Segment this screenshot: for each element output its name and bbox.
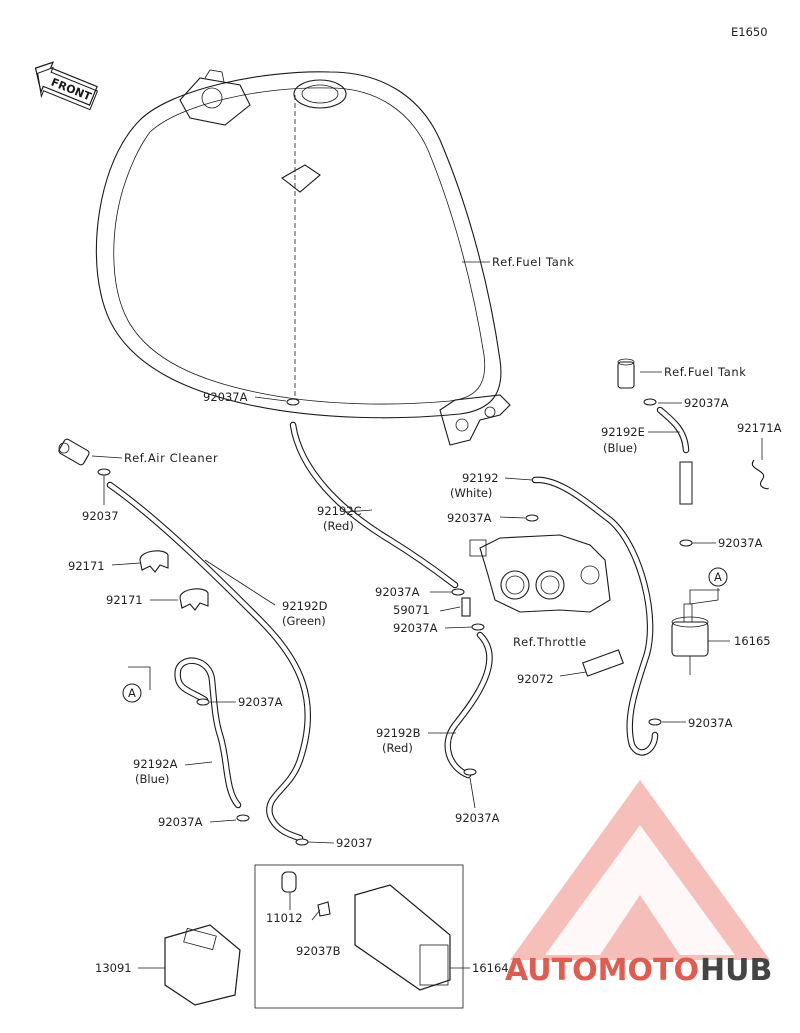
ref-air-cleaner: Ref.Air Cleaner xyxy=(124,451,218,465)
ref-fuel-tank-main: Ref.Fuel Tank xyxy=(492,255,575,269)
svg-text:A: A xyxy=(714,570,722,584)
part-92192C: 92192C xyxy=(317,504,362,518)
part-92072: 92072 xyxy=(517,672,554,686)
part-92037-air-cleaner: 92037 xyxy=(82,509,119,523)
part-92037A-white: 92037A xyxy=(447,511,492,525)
svg-text:A: A xyxy=(128,686,136,700)
part-92037B: 92037B xyxy=(296,944,341,958)
part-92037A-left-upper: 92037A xyxy=(238,695,283,709)
part-92192C-color: (Red) xyxy=(323,519,354,533)
clip-92171-b xyxy=(179,588,209,611)
clip-92037B xyxy=(317,901,331,917)
part-92192E-color: (Blue) xyxy=(603,441,637,455)
fuel-tank xyxy=(95,69,511,446)
cover-13091 xyxy=(164,924,241,1006)
throttle-body xyxy=(469,534,611,613)
logo-text-hub: HUB xyxy=(700,953,772,988)
part-92037A-cap: 92037A xyxy=(684,396,729,410)
marker-a-left: A xyxy=(122,683,142,703)
part-92192A: 92192A xyxy=(133,757,178,771)
part-92192B: 92192B xyxy=(376,726,421,740)
air-cleaner-fitting xyxy=(58,438,90,466)
ref-throttle: Ref.Throttle xyxy=(513,635,587,649)
part-92037A-left-lower: 92037A xyxy=(158,815,203,829)
part-92192B-color: (Red) xyxy=(382,741,413,755)
part-92171-b: 92171 xyxy=(106,593,143,607)
part-92171A: 92171A xyxy=(737,421,782,435)
fuel-tank-cap-fitting xyxy=(617,358,635,389)
part-92192E: 92192E xyxy=(601,425,645,439)
part-92192D-color: (Green) xyxy=(282,614,326,628)
part-92037A-right: 92037A xyxy=(718,536,763,550)
canister-inset-frame xyxy=(254,864,464,1009)
ref-fuel-tank-cap: Ref.Fuel Tank xyxy=(664,365,747,379)
canister-16164 xyxy=(354,884,451,991)
clip-92171A xyxy=(751,459,769,490)
fitting-59071 xyxy=(461,597,471,617)
diagram-code: E1650 xyxy=(731,25,768,39)
clip-92171-a xyxy=(139,550,169,573)
part-92192A-color: (Blue) xyxy=(135,772,169,786)
part-92037A-right-low: 92037A xyxy=(688,716,733,730)
band-92072 xyxy=(582,649,624,677)
part-92037A-throttle: 92037A xyxy=(393,621,438,635)
part-59071: 59071 xyxy=(393,603,430,617)
part-92037A-c-lower: 92037A xyxy=(375,585,420,599)
front-arrow-icon: FRONT xyxy=(34,61,99,111)
cap-11012 xyxy=(281,871,297,893)
part-92192D: 92192D xyxy=(282,599,328,613)
part-92171-a: 92171 xyxy=(68,559,105,573)
automotohub-logo: AUTOMOTO HUB xyxy=(505,780,772,988)
part-92192-color: (White) xyxy=(450,486,492,500)
part-11012: 11012 xyxy=(266,911,303,925)
logo-text-automoto: AUTOMOTO xyxy=(505,953,699,988)
part-92192: 92192 xyxy=(462,471,499,485)
part-92037-lower: 92037 xyxy=(336,836,373,850)
filter-16165 xyxy=(671,589,720,675)
part-16164: 16164 xyxy=(472,961,509,975)
hoses xyxy=(106,406,693,842)
part-16165: 16165 xyxy=(734,634,771,648)
part-92037A-bottom-mid: 92037A xyxy=(455,811,500,825)
leader-lines xyxy=(91,261,763,969)
marker-a-right: A xyxy=(708,567,728,587)
part-92037A-tank: 92037A xyxy=(203,390,248,404)
part-13091: 13091 xyxy=(95,961,132,975)
